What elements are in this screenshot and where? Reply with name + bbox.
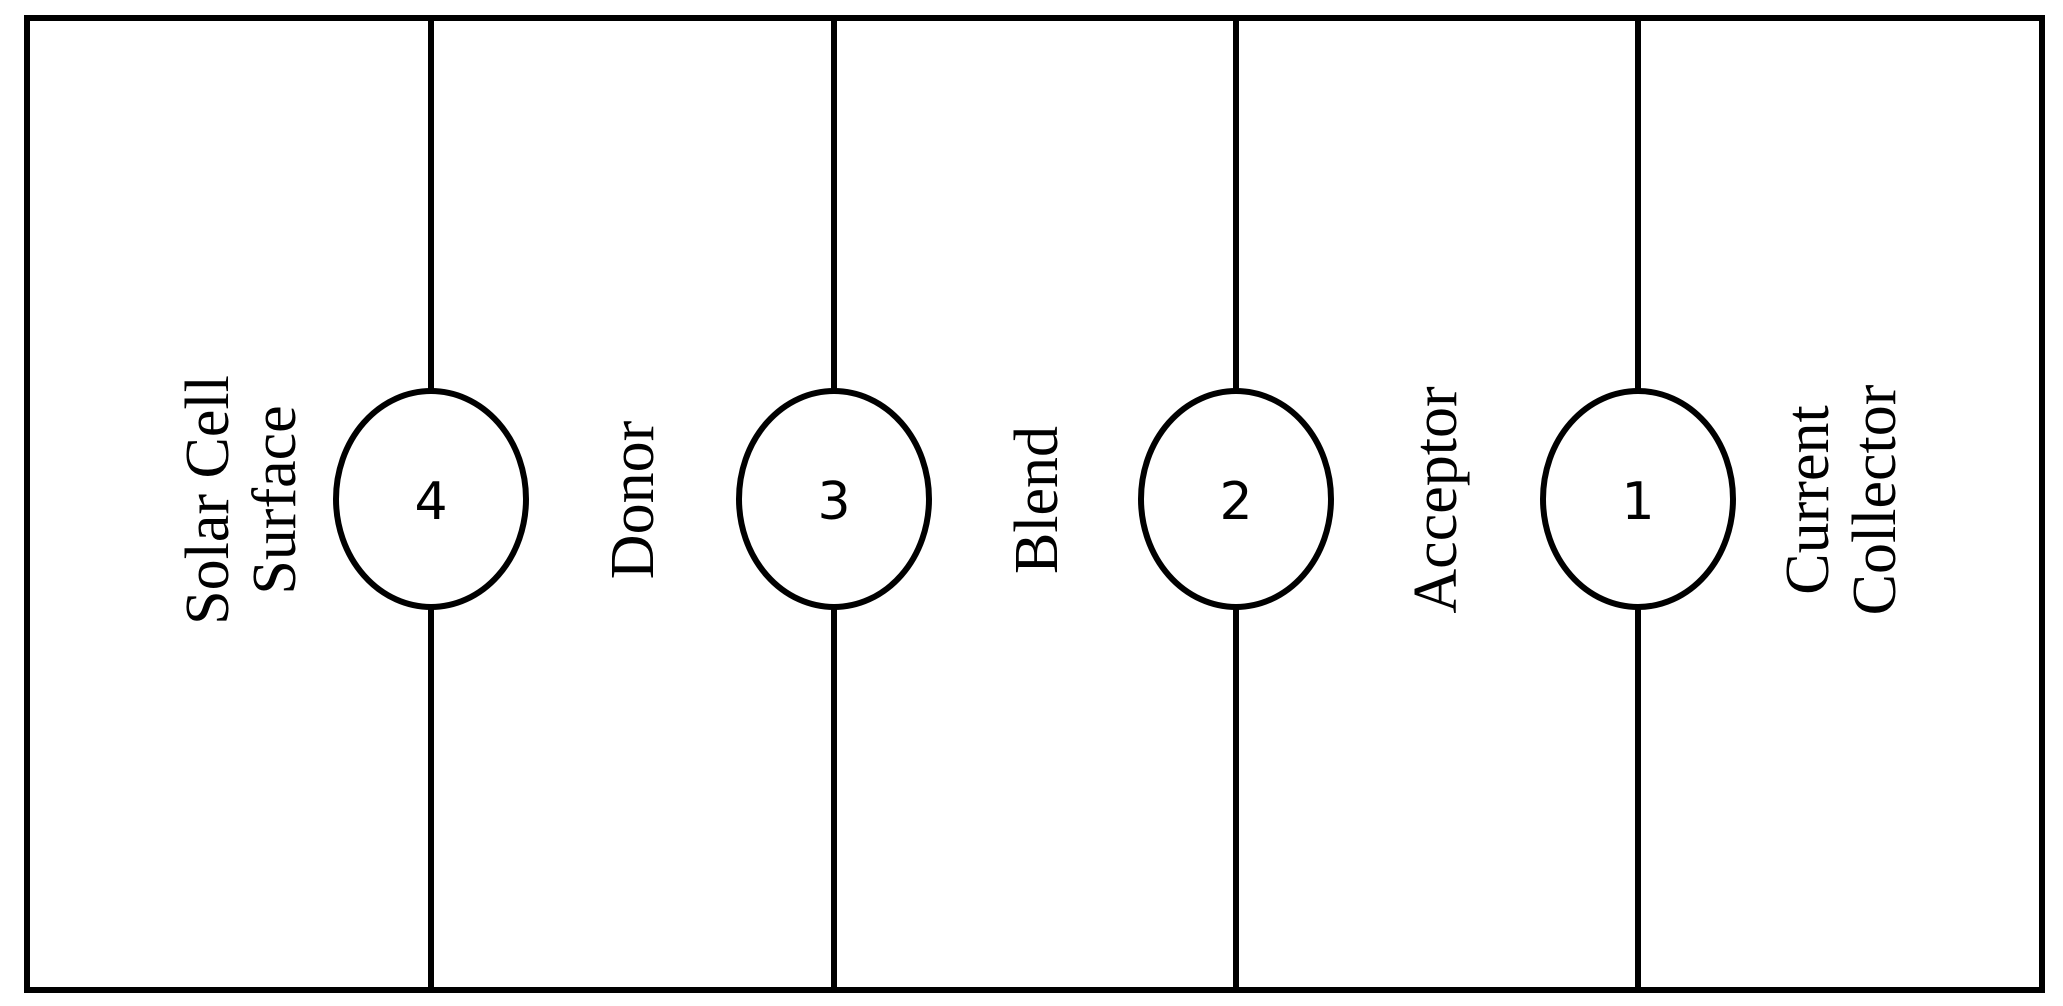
interface-3-number: 3 (817, 472, 850, 532)
region-label-donor: Donor (599, 420, 667, 579)
region-label-current-collector-line-1: Current (1774, 405, 1842, 594)
region-label-solar-cell-surface-line-2: Surface (241, 405, 309, 594)
interface-4-number: 4 (414, 472, 447, 532)
interface-1-number: 1 (1621, 472, 1654, 532)
interface-4: 4 (333, 18, 529, 990)
interface-2-number: 2 (1219, 472, 1252, 532)
region-label-current-collector-line-2: Collector (1841, 384, 1909, 615)
interface-4-circle (333, 388, 529, 610)
interface-3-circle (736, 388, 932, 610)
region-label-donor-line-1: Donor (599, 420, 667, 579)
region-label-solar-cell-surface-line-1: Solar Cell (174, 375, 242, 625)
region-label-blend: Blend (1003, 426, 1071, 574)
interface-2: 2 (1138, 18, 1334, 990)
interface-1-circle (1540, 388, 1736, 610)
region-label-current-collector: Current Collector (1774, 384, 1909, 615)
region-label-solar-cell-surface: Solar Cell Surface (174, 375, 309, 625)
diagram-frame (24, 15, 2045, 993)
region-label-acceptor-line-1: Acceptor (1402, 386, 1470, 614)
region-label-blend-line-1: Blend (1003, 426, 1071, 574)
interface-2-circle (1138, 388, 1334, 610)
interface-3: 3 (736, 18, 932, 990)
region-label-acceptor: Acceptor (1402, 386, 1470, 614)
interface-1: 1 (1540, 18, 1736, 990)
